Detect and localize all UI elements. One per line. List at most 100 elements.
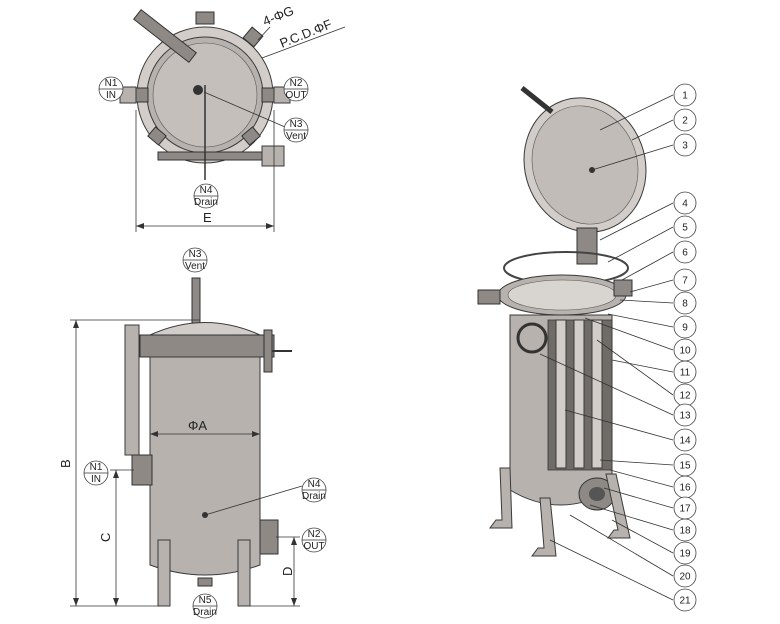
iso-hinge xyxy=(576,227,598,265)
svg-text:13: 13 xyxy=(679,411,691,422)
top-n2-bubble: N2 OUT xyxy=(283,76,309,102)
iso-hand-wheel xyxy=(516,322,548,354)
svg-text:1: 1 xyxy=(682,91,688,102)
bottom-bar xyxy=(157,151,269,161)
svg-text:2: 2 xyxy=(682,116,688,127)
iso-lid-inner xyxy=(531,105,639,225)
svg-text:IN: IN xyxy=(91,474,101,485)
svg-text:Vent: Vent xyxy=(185,261,205,272)
svg-text:OUT: OUT xyxy=(285,90,306,101)
svg-text:12: 12 xyxy=(679,391,691,402)
c-arrow-top xyxy=(113,470,119,478)
a-arrow-right xyxy=(252,431,260,437)
side-inlet-nozzle xyxy=(131,454,153,486)
iso-clamp-left xyxy=(477,289,501,305)
iso-leg-left xyxy=(489,467,513,529)
svg-text:5: 5 xyxy=(682,223,688,234)
svg-text:IN: IN xyxy=(106,90,116,101)
svg-text:3: 3 xyxy=(682,141,688,152)
side-body xyxy=(149,356,261,576)
svg-text:10: 10 xyxy=(679,346,691,357)
callout-3: 3 xyxy=(673,133,697,157)
callout-17: 17 xyxy=(673,496,697,520)
c-arrow-bottom xyxy=(113,598,119,606)
clamp-tr xyxy=(242,26,264,48)
svg-text:21: 21 xyxy=(679,596,691,607)
clamp-right xyxy=(261,87,275,103)
callout-5: 5 xyxy=(673,215,697,239)
side-outlet-nozzle xyxy=(259,519,279,555)
callout-18: 18 xyxy=(673,518,697,542)
dim-g: 4-ΦG xyxy=(261,3,296,29)
svg-text:N3: N3 xyxy=(189,249,202,260)
callout-2: 2 xyxy=(673,108,697,132)
dim-b: B xyxy=(58,459,73,468)
callout-8: 8 xyxy=(673,291,697,315)
svg-text:Drain: Drain xyxy=(193,607,217,618)
vent-point xyxy=(193,85,203,95)
svg-text:16: 16 xyxy=(679,483,691,494)
dim-d: D xyxy=(280,567,295,576)
iso-clamp-right xyxy=(613,279,633,297)
svg-text:N5: N5 xyxy=(199,595,212,606)
top-n1-bubble: N1 IN xyxy=(98,76,124,102)
leg-right xyxy=(237,539,251,607)
callout-10: 10 xyxy=(673,338,697,362)
iso-leaders xyxy=(539,94,674,601)
svg-text:15: 15 xyxy=(679,461,691,472)
clamp-left xyxy=(135,87,149,103)
leg-left xyxy=(157,539,171,607)
side-n3-bubble: N3 Vent xyxy=(182,247,208,273)
side-view: ΦA B C D N3 Vent N1 xyxy=(58,247,327,619)
svg-text:19: 19 xyxy=(679,549,691,560)
callout-21: 21 xyxy=(673,588,697,612)
callout-20: 20 xyxy=(673,564,697,588)
g-leader xyxy=(257,26,271,41)
dim-a: ΦA xyxy=(188,418,207,433)
a-arrow-left xyxy=(150,431,158,437)
bottom-drain xyxy=(197,577,213,587)
callout-9: 9 xyxy=(673,315,697,339)
clamp-br xyxy=(241,126,261,146)
dim-pcd: P.C.D.ΦF xyxy=(278,16,335,51)
vent-pipe xyxy=(191,277,201,324)
side-n1-bubble: N1 IN xyxy=(83,460,109,486)
iso-basket-plate xyxy=(507,279,617,311)
svg-text:8: 8 xyxy=(682,299,688,310)
e-arrow-right xyxy=(266,223,274,229)
svg-text:N2: N2 xyxy=(290,78,303,89)
side-n2-bubble: N2 OUT xyxy=(301,527,327,553)
side-lid-dome xyxy=(149,322,261,336)
svg-text:Drain: Drain xyxy=(194,197,218,208)
iso-leg-front xyxy=(531,497,557,557)
side-handle-bracket xyxy=(124,324,140,456)
bottom-hand-wheel xyxy=(261,145,285,167)
callout-4: 4 xyxy=(673,191,697,215)
callout-12: 12 xyxy=(673,383,697,407)
svg-text:14: 14 xyxy=(679,436,691,447)
b-arrow-top xyxy=(73,320,79,328)
lid-handle xyxy=(133,9,197,63)
d-arrow-top xyxy=(291,537,297,545)
top-n4-bubble: N4 Drain xyxy=(193,183,219,209)
dim-c: C xyxy=(98,533,113,542)
svg-text:18: 18 xyxy=(679,526,691,537)
svg-text:N1: N1 xyxy=(90,462,103,473)
side-n4-bubble: N4 Drain xyxy=(301,477,327,503)
svg-text:N1: N1 xyxy=(105,78,118,89)
side-hand-wheel xyxy=(263,329,273,373)
iso-view xyxy=(477,86,674,601)
e-arrow-left xyxy=(136,223,144,229)
svg-text:OUT: OUT xyxy=(303,541,324,552)
callout-14: 14 xyxy=(673,428,697,452)
svg-text:20: 20 xyxy=(679,572,691,583)
top-n3-bubble: N3 Vent xyxy=(283,117,309,143)
callout-15: 15 xyxy=(673,453,697,477)
svg-text:11: 11 xyxy=(680,368,691,379)
iso-bag-2 xyxy=(573,319,585,469)
n3-leader-top xyxy=(203,91,286,128)
callout-1: 1 xyxy=(673,83,697,107)
